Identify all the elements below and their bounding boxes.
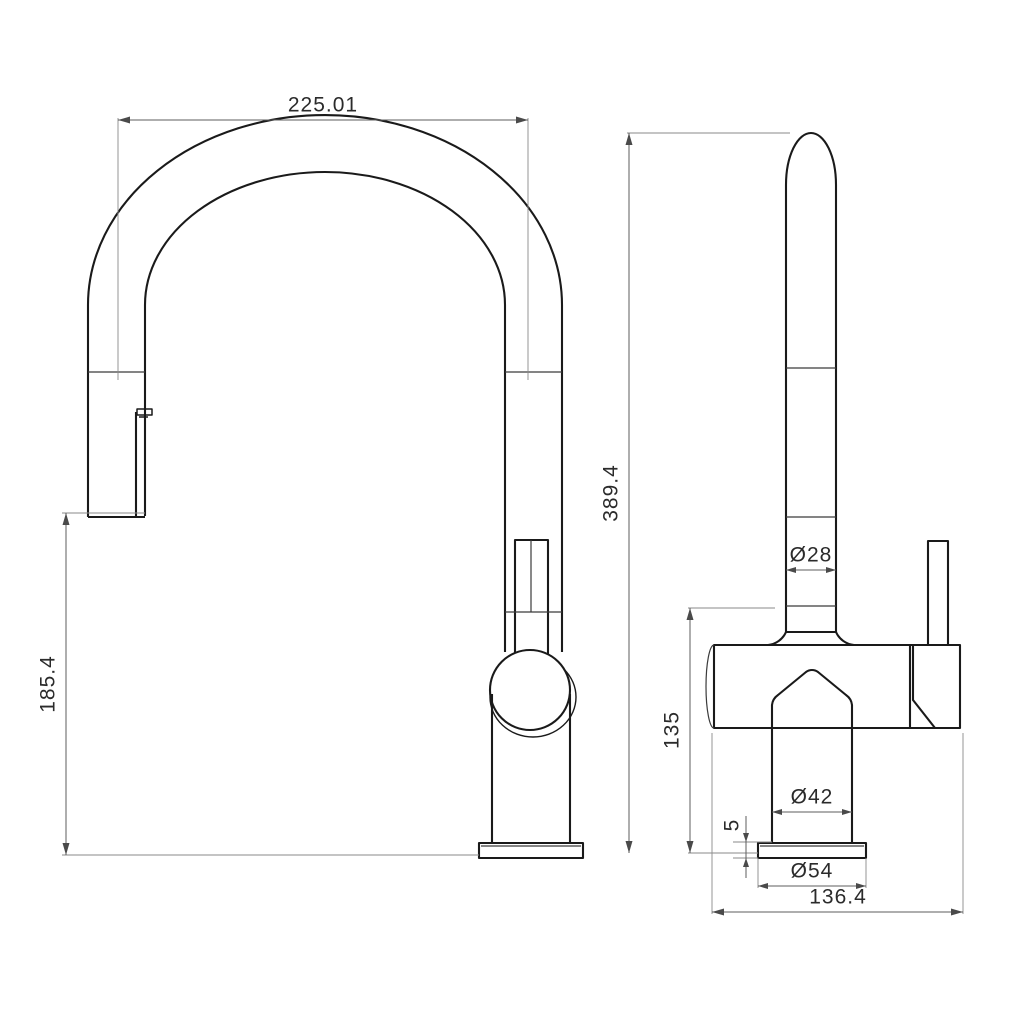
dimension-135: 135 <box>661 607 775 854</box>
arrow-right-icon <box>856 883 866 889</box>
arrow-top-icon <box>743 833 749 842</box>
spout-to-body-fillet-right <box>835 631 855 647</box>
handle-knob-front <box>488 648 572 732</box>
dimension-dia-28: Ø28 <box>786 544 836 573</box>
dimension-dia-54-label: Ø54 <box>791 860 834 883</box>
front-elevation-view <box>62 114 585 860</box>
arrow-right-icon <box>842 809 852 815</box>
dimension-dia-54: Ø54 <box>757 858 867 889</box>
spout-to-body-fillet-left <box>767 631 787 647</box>
body-shank-taper <box>770 669 854 728</box>
arrow-right-icon <box>951 908 963 916</box>
dimension-135-label: 135 <box>661 711 684 749</box>
arrow-right-icon <box>826 567 836 573</box>
side-elevation-view <box>705 131 962 860</box>
valve-body-handle-hub-taper <box>911 645 936 729</box>
valve-body-left-cap <box>705 644 715 729</box>
side-base-flange-plate <box>756 841 868 860</box>
dimension-5-label: 5 <box>721 819 744 832</box>
dimension-5: 5 <box>721 816 772 878</box>
spout-outer-profile <box>86 114 564 517</box>
dimension-136-4: 136.4 <box>711 733 964 916</box>
base-flange-plate <box>477 841 585 860</box>
dimension-225-01-label: 225.01 <box>288 94 358 117</box>
dimension-389-4-label: 389.4 <box>600 464 623 522</box>
arrow-left-icon <box>118 116 130 124</box>
dimension-dia-42: Ø42 <box>772 786 852 815</box>
arrow-left-icon <box>786 567 796 573</box>
dimension-389-4: 389.4 <box>600 132 790 853</box>
side-spout-column <box>784 131 838 634</box>
arrow-bottom-icon <box>625 841 633 853</box>
arrow-left-icon <box>772 809 782 815</box>
side-lever-handle <box>926 539 950 647</box>
arrow-top-icon <box>625 133 633 145</box>
dimension-225-01: 225.01 <box>117 94 529 380</box>
dimension-dia-42-label: Ø42 <box>791 786 834 809</box>
dimension-136-4-label: 136.4 <box>809 886 867 909</box>
arrow-left-icon <box>712 908 724 916</box>
arrow-right-icon <box>516 116 528 124</box>
spout-inner-profile <box>143 171 507 516</box>
valve-body-cylinder <box>712 643 962 730</box>
arrow-left-icon <box>758 883 768 889</box>
arrow-top-icon <box>686 608 694 620</box>
arrow-bottom-icon <box>62 843 70 855</box>
arrow-bottom-icon <box>743 858 749 867</box>
dimension-dia-28-label: Ø28 <box>790 544 833 567</box>
dimension-185-4-label: 185.4 <box>37 655 60 713</box>
spray-toggle-button-icon <box>136 408 153 416</box>
arrow-bottom-icon <box>686 841 694 853</box>
arrow-top-icon <box>62 513 70 525</box>
dimension-185-4: 185.4 <box>37 512 145 855</box>
